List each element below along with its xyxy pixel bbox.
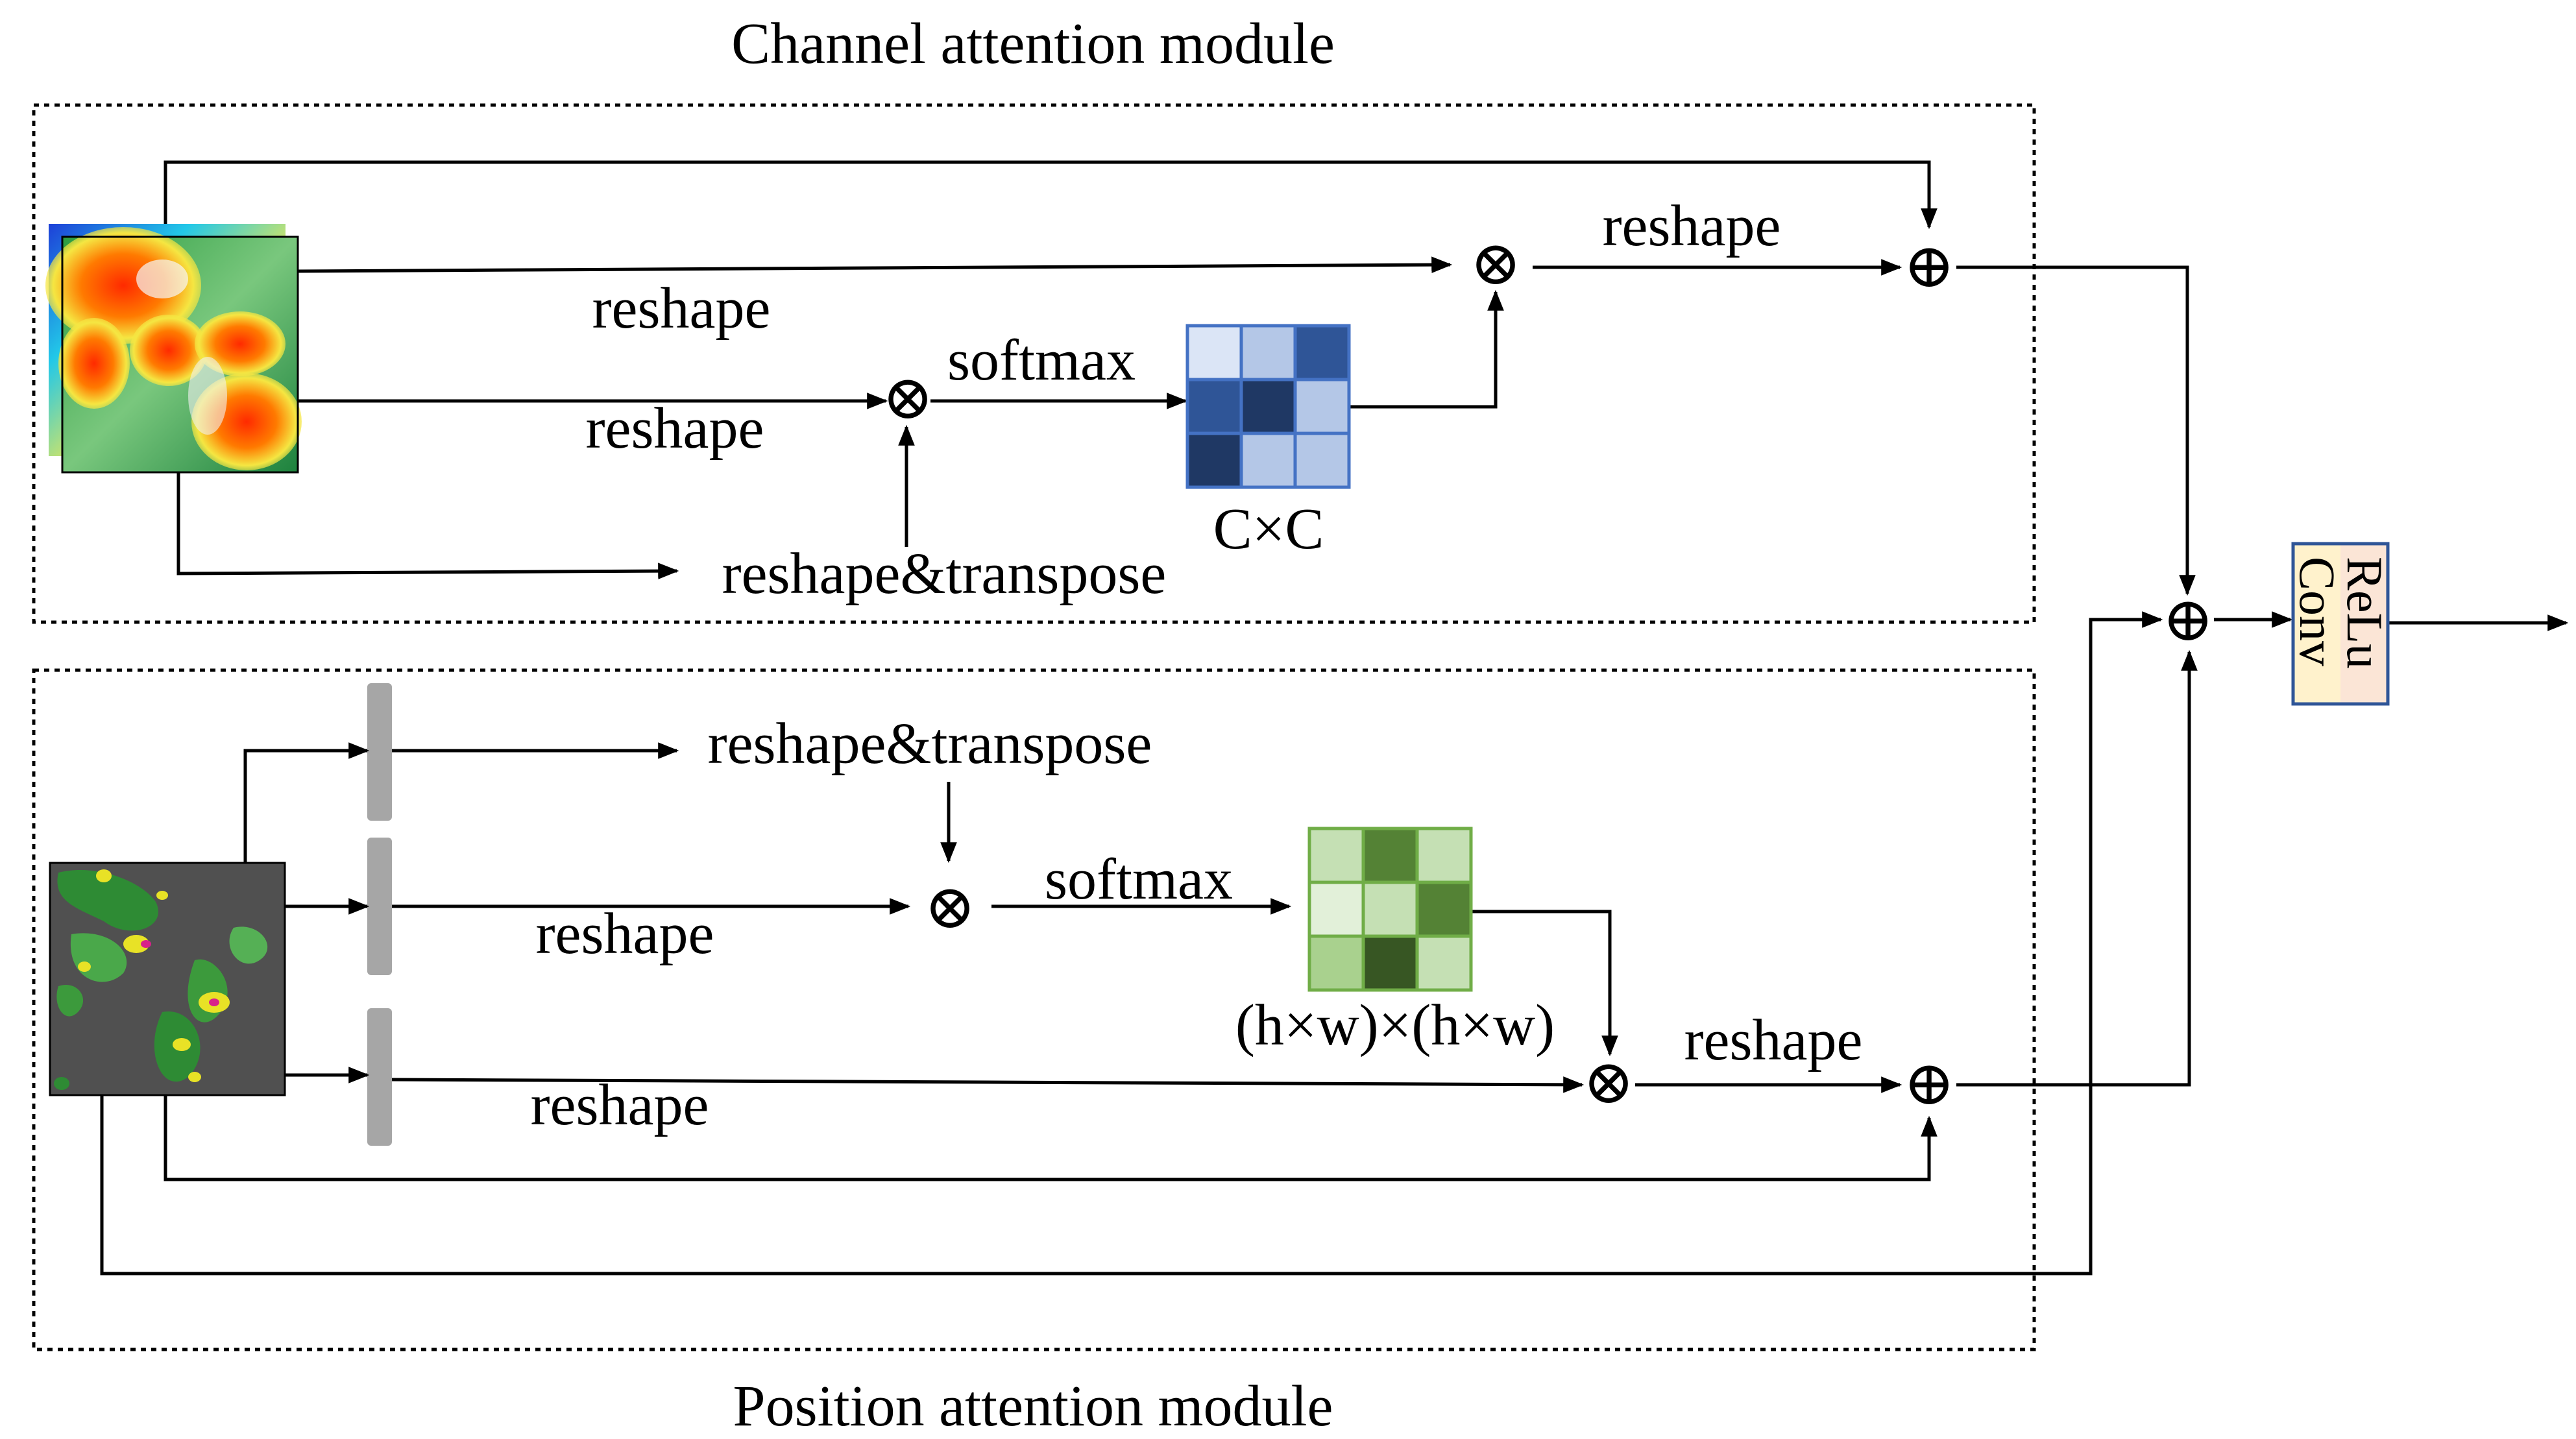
position-conv-bar-2	[367, 838, 392, 975]
position-skip-line	[164, 1095, 1938, 1181]
position-matrix-cell-2	[1415, 827, 1473, 884]
position-module-frame	[32, 668, 2036, 1351]
position-matrix-cell-5	[1415, 880, 1473, 938]
channel-matrix-cell-7	[1239, 431, 1297, 489]
channel-add: ⊕	[1903, 232, 1955, 300]
conv-label: Conv	[2289, 557, 2346, 666]
position-connectors	[100, 611, 2569, 1276]
position-matrix-out-line	[1470, 910, 1618, 1057]
channel-reshape-transpose-line	[176, 472, 679, 579]
position-label-reshape-transpose: reshape&transpose	[708, 712, 1152, 776]
channel-matrix-cell-3	[1185, 378, 1243, 435]
channel-label-reshape-mid: reshape	[586, 396, 764, 461]
position-matrix-cell-7	[1361, 934, 1419, 992]
position-add: ⊕	[1903, 1049, 1955, 1118]
position-conv-bar-1	[367, 683, 392, 821]
channel-matrix-cell-6	[1185, 431, 1243, 489]
conv-relu-block: ReLu Conv	[2289, 542, 2393, 706]
conv-block	[2293, 544, 2340, 704]
position-out-line	[1956, 649, 2198, 1087]
final-add: ⊕	[2162, 585, 2214, 654]
channel-module-frame	[32, 103, 2036, 624]
channel-multiply-2: ⊗	[882, 363, 934, 432]
position-attention-matrix	[1307, 827, 1473, 992]
global-input-skip-line	[100, 611, 2163, 1276]
channel-input-feature-map	[45, 224, 302, 474]
channel-module-title: Channel attention module	[731, 12, 1335, 76]
channel-matrix-cell-5	[1293, 378, 1351, 435]
position-conv-bar-3	[367, 1008, 392, 1146]
channel-reshape-top-line	[297, 256, 1453, 273]
position-reshape-bottom-line	[391, 1076, 1585, 1093]
position-matrix-caption: (h×w)×(h×w)	[1235, 993, 1555, 1058]
position-multiply-1: ⊗	[924, 873, 976, 941]
channel-matrix-cell-0	[1185, 324, 1243, 381]
channel-matrix-caption: C×C	[1213, 497, 1324, 561]
channel-out-line	[1956, 265, 2196, 596]
position-matrix-cell-3	[1307, 880, 1365, 938]
channel-matrix-cell-4	[1239, 378, 1297, 435]
position-multiply-2: ⊗	[1583, 1048, 1634, 1117]
channel-matrix-cell-8	[1293, 431, 1351, 489]
channel-connectors	[164, 160, 2196, 596]
channel-label-reshape-top: reshape	[592, 276, 771, 341]
channel-label-softmax: softmax	[947, 328, 1136, 393]
relu-block	[2340, 544, 2388, 704]
position-matrix-cell-8	[1415, 934, 1473, 992]
position-label-reshape-right: reshape	[1684, 1008, 1863, 1072]
position-matrix-cell-4	[1361, 880, 1419, 938]
relu-label: ReLu	[2337, 557, 2393, 669]
channel-matrix-out-line	[1348, 289, 1504, 409]
channel-label-reshape-right: reshape	[1603, 194, 1781, 258]
position-matrix-cell-1	[1361, 827, 1419, 884]
channel-multiply-1: ⊗	[1470, 229, 1522, 298]
position-input-feature-map	[49, 862, 286, 1096]
channel-skip-line	[164, 160, 1938, 230]
position-module-title: Position attention module	[733, 1374, 1333, 1438]
position-label-reshape-mid: reshape	[536, 902, 714, 966]
position-label-reshape-bottom: reshape	[531, 1073, 709, 1137]
position-label-softmax: softmax	[1045, 847, 1233, 912]
channel-matrix-cell-2	[1293, 324, 1351, 381]
channel-label-reshape-transpose: reshape&transpose	[722, 542, 1167, 606]
channel-attention-matrix	[1185, 324, 1351, 489]
channel-matrix-cell-1	[1239, 324, 1297, 381]
position-matrix-cell-0	[1307, 827, 1365, 884]
position-matrix-cell-6	[1307, 934, 1365, 992]
